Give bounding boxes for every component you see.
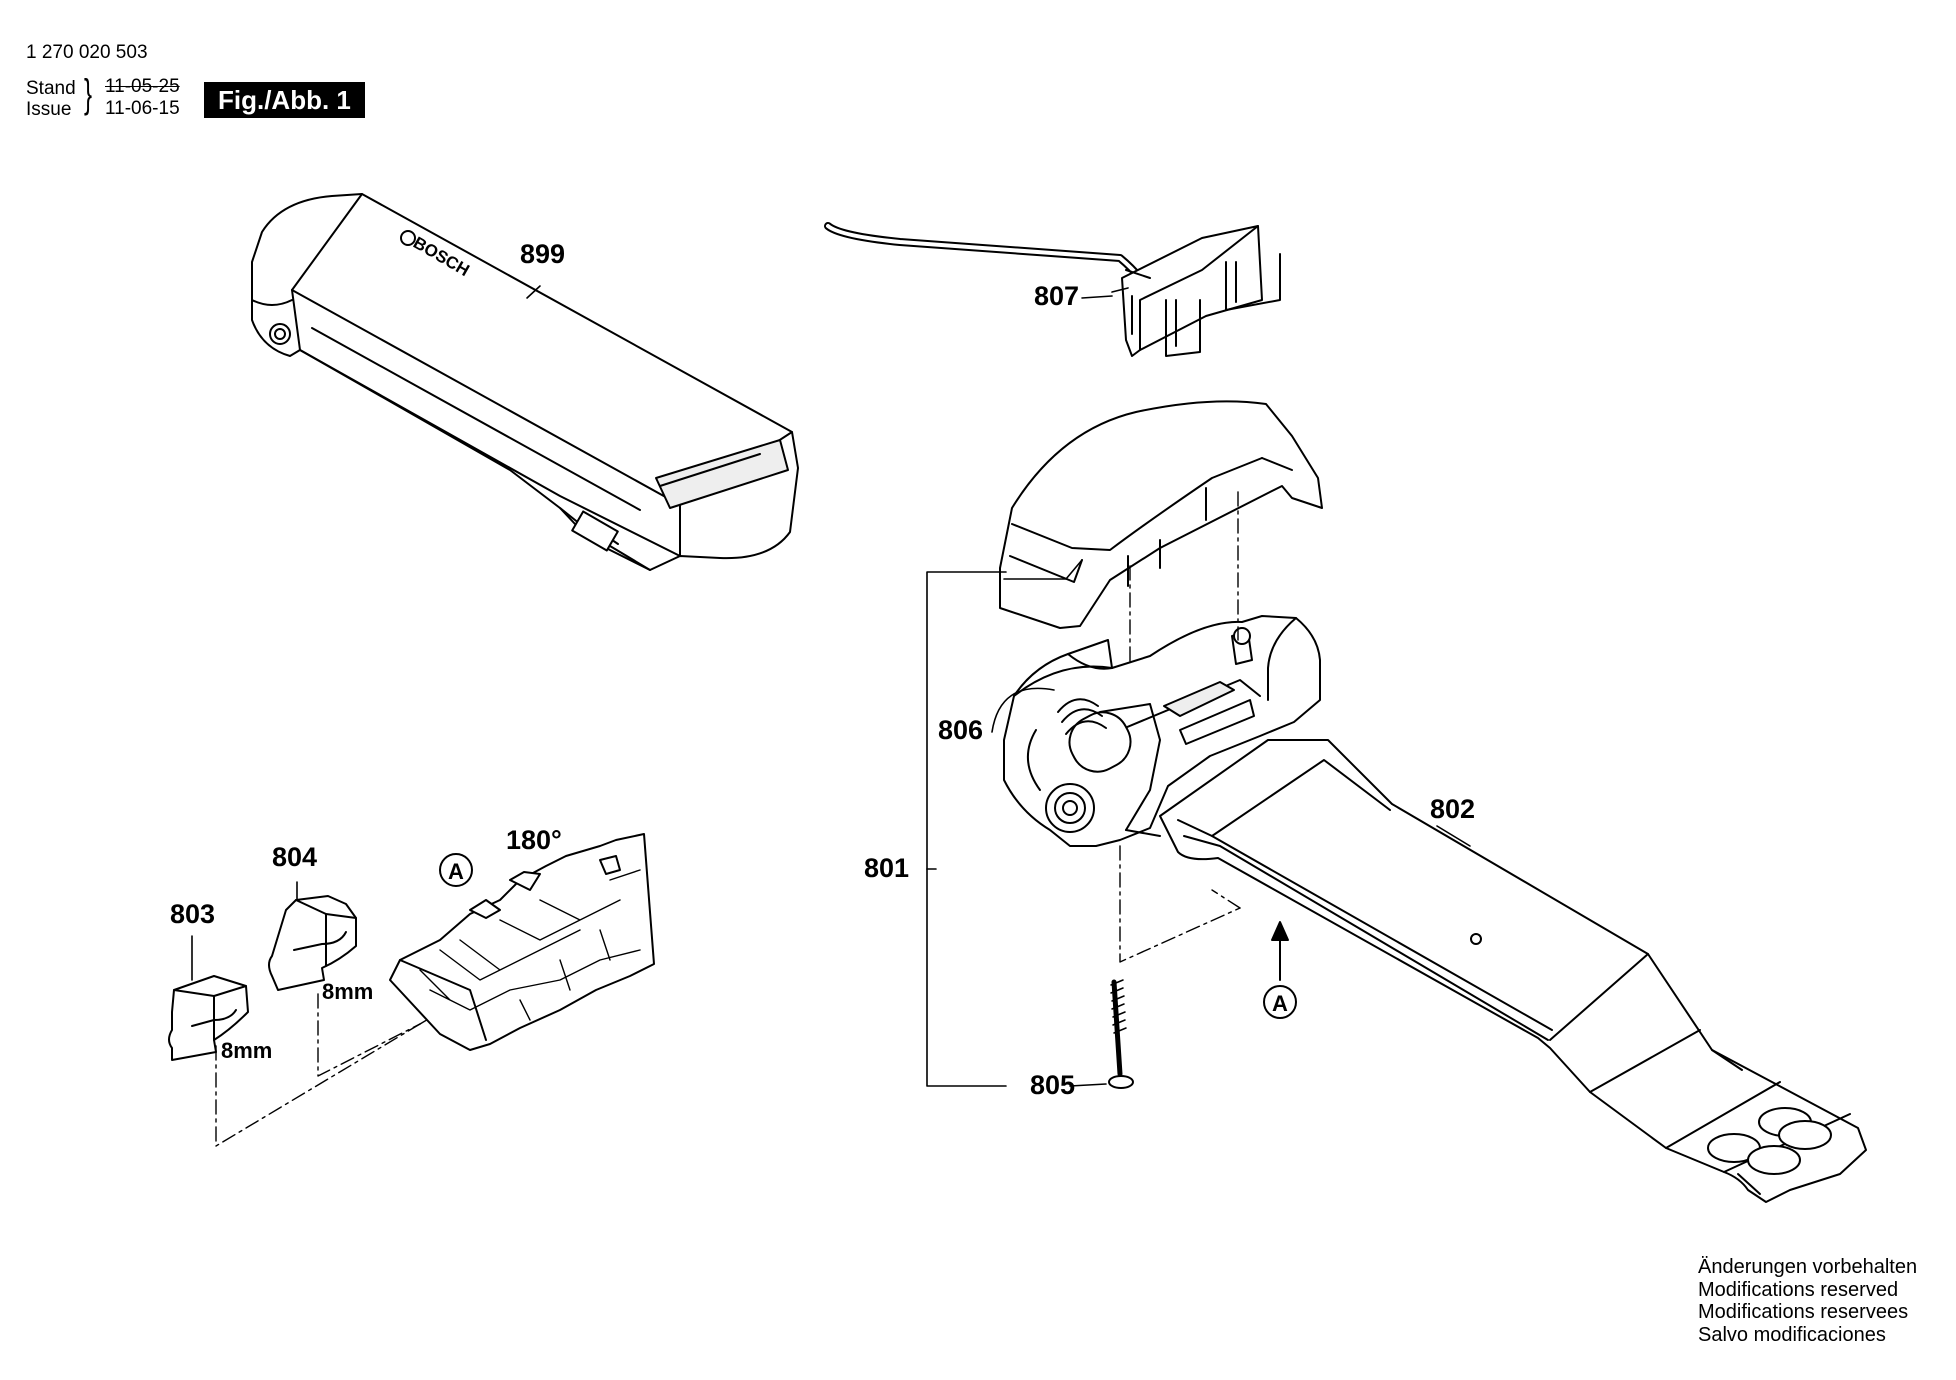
- callout-806: 806: [938, 715, 984, 745]
- rotation-label: 180°: [506, 825, 562, 855]
- clip-803: [168, 975, 249, 1061]
- holder-cover: [999, 400, 1323, 629]
- modification-notes: Änderungen vorbehalten Modifications res…: [1698, 1256, 1917, 1346]
- detail-a-view: [389, 833, 655, 1051]
- callout-804: 804: [272, 842, 318, 872]
- cable-connector-807: [824, 222, 1281, 357]
- note-fr: Modifications reservees: [1698, 1301, 1909, 1323]
- figure-label: Fig./Abb. 1: [204, 82, 365, 118]
- stand-label: Stand: [26, 78, 76, 99]
- date-new: 11-06-15: [105, 98, 180, 119]
- callout-807: 807: [1034, 281, 1080, 311]
- view-a-marker: A: [1272, 991, 1288, 1016]
- issue-label: Issue: [26, 99, 72, 120]
- callout-899: 899: [520, 239, 566, 269]
- callout-801: 801: [864, 853, 910, 883]
- callout-802: 802: [1430, 794, 1476, 824]
- part-number: 1 270 020 503: [26, 42, 148, 63]
- note-de: Änderungen vorbehalten: [1698, 1256, 1918, 1278]
- clip-804: [268, 895, 357, 991]
- brace-glyph: }: [84, 72, 93, 116]
- dimension-8mm-803: 8mm: [221, 1038, 273, 1063]
- callout-805: 805: [1030, 1070, 1076, 1100]
- note-es: Salvo modificaciones: [1698, 1323, 1886, 1346]
- holder-body: [1003, 615, 1867, 1203]
- detail-a-marker: A: [448, 859, 464, 884]
- dimension-8mm-804: 8mm: [322, 979, 374, 1004]
- leader-lines: [191, 285, 1471, 1087]
- note-en: Modifications reserved: [1698, 1278, 1899, 1301]
- callout-803: 803: [170, 899, 216, 929]
- date-old: 11-05-25: [105, 76, 180, 97]
- battery-pack-899: [251, 193, 799, 571]
- view-a-arrow: [1263, 921, 1297, 1019]
